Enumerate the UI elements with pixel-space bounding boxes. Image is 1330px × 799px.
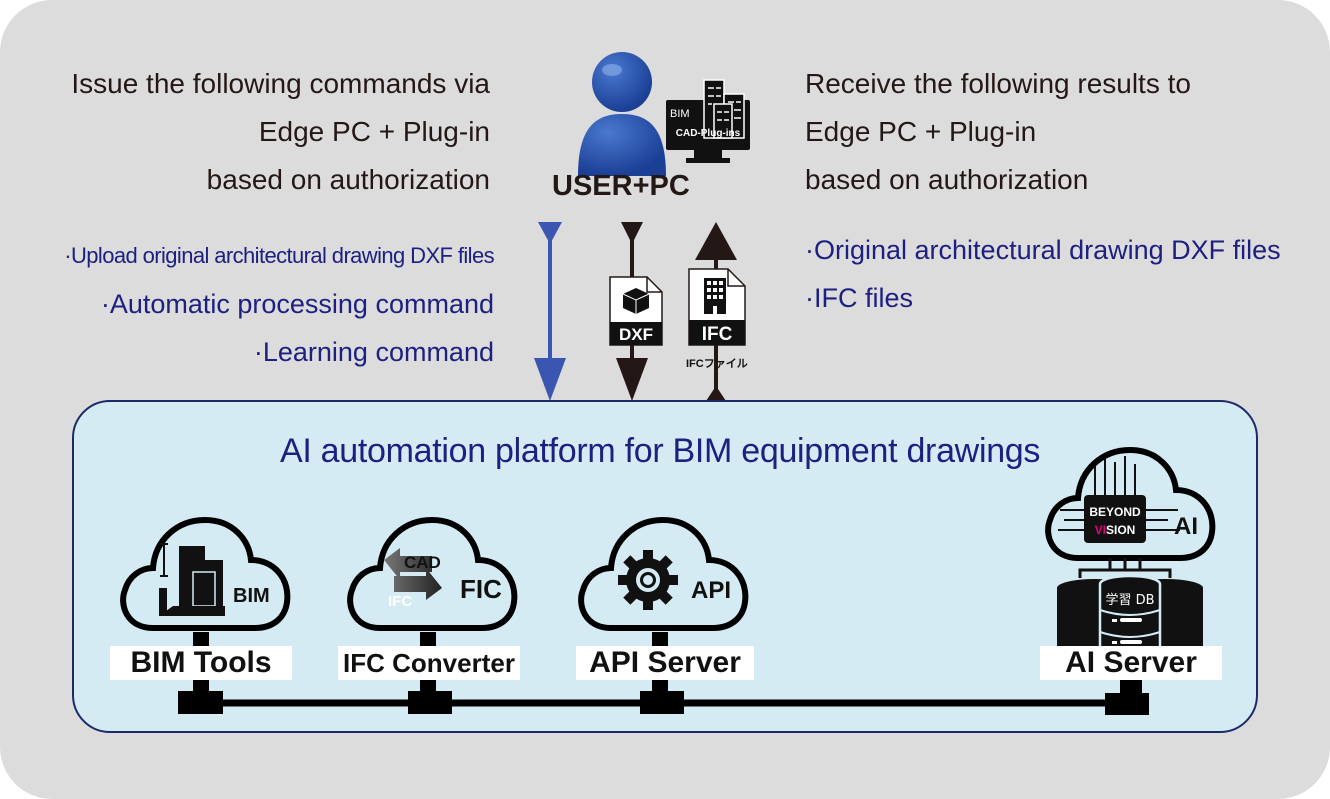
stub-api xyxy=(652,632,668,650)
cloud-bim: BIM xyxy=(120,516,291,631)
monitor-icon: BIM CAD-Plug-ins xyxy=(666,79,750,163)
node-label-api-server: API Server xyxy=(576,646,754,680)
right-heading-line: based on authorization xyxy=(805,164,1089,195)
dxf-file-icon: DXF xyxy=(609,276,663,346)
gear-icon xyxy=(618,550,678,610)
user-icon xyxy=(578,52,666,176)
result-item: ·IFC files xyxy=(805,283,913,313)
stub-ifc xyxy=(420,632,436,650)
dxf-file-label: DXF xyxy=(619,325,653,344)
svg-text:VISION: VISION xyxy=(1095,523,1136,537)
right-heading-line: Edge PC + Plug-in xyxy=(805,116,1037,147)
node-label-ifc-converter: IFC Converter xyxy=(338,646,520,680)
command-item: ·Upload original architectural drawing D… xyxy=(64,243,494,268)
command-item: ·Automatic processing command xyxy=(100,289,494,319)
left-heading-line: Issue the following commands via xyxy=(71,68,490,99)
node-label-ai-server: AI Server xyxy=(1040,646,1222,680)
ifc-file-caption: IFCファイル xyxy=(686,358,748,370)
cloud-text-api: API xyxy=(691,577,731,604)
ifc-file-label: IFC xyxy=(702,324,733,345)
monitor-text-bim: BIM xyxy=(670,108,690,120)
platform-title: AI automation platform for BIM equipment… xyxy=(280,432,1041,470)
stub-bim xyxy=(193,632,209,650)
node-label-bim-tools: BIM Tools xyxy=(110,646,292,680)
command-item: ·Learning command xyxy=(253,337,494,367)
left-heading: Issue the following commands via Edge PC… xyxy=(71,60,490,204)
circuit-lines-icon xyxy=(1058,456,1180,531)
chip-line2-accent: VI xyxy=(1095,523,1106,537)
command-arrow xyxy=(534,222,566,401)
command-list: ·Upload original architectural drawing D… xyxy=(64,232,494,376)
cloud-text-bim: BIM xyxy=(233,585,270,607)
ai-chip xyxy=(1084,495,1146,543)
chip-line2: SION xyxy=(1106,523,1135,537)
bim-building-icon xyxy=(159,546,225,616)
cloud-sub-ifc: IFC xyxy=(388,593,412,610)
bus-connector-api xyxy=(640,677,684,714)
right-heading: Receive the following results to Edge PC… xyxy=(805,60,1191,204)
cloud-api: API xyxy=(578,516,749,631)
ifc-file-icon: IFC xyxy=(688,268,746,346)
bus-connector-ifc xyxy=(408,677,452,714)
result-list: ·Original architectural drawing DXF file… xyxy=(805,226,1281,322)
chip-line1: BEYOND xyxy=(1089,505,1141,519)
convert-arrows-icon xyxy=(384,548,442,600)
left-heading-line: based on authorization xyxy=(206,164,490,195)
cloud-sub-cad: CAD xyxy=(404,553,441,572)
cloud-text-fic: FIC xyxy=(460,574,502,604)
right-heading-line: Receive the following results to xyxy=(805,68,1191,99)
user-label: USER+PC xyxy=(552,170,690,202)
left-heading-line: Edge PC + Plug-in xyxy=(258,116,490,147)
monitor-text-cad: CAD-Plug-ins xyxy=(676,128,741,139)
db-label: 学習 DB xyxy=(1105,592,1154,608)
cloud-ifc: CAD IFC FIC xyxy=(347,516,518,631)
bus-connector-bim xyxy=(178,677,223,714)
cloud-text-ai: AI xyxy=(1174,513,1198,540)
cloud-ai: BEYOND VISION AI xyxy=(1045,446,1216,561)
database-icon: 学習 DB xyxy=(1057,558,1203,650)
bus-connector-ai xyxy=(1105,680,1149,715)
result-item: ·Original architectural drawing DXF file… xyxy=(805,235,1281,265)
